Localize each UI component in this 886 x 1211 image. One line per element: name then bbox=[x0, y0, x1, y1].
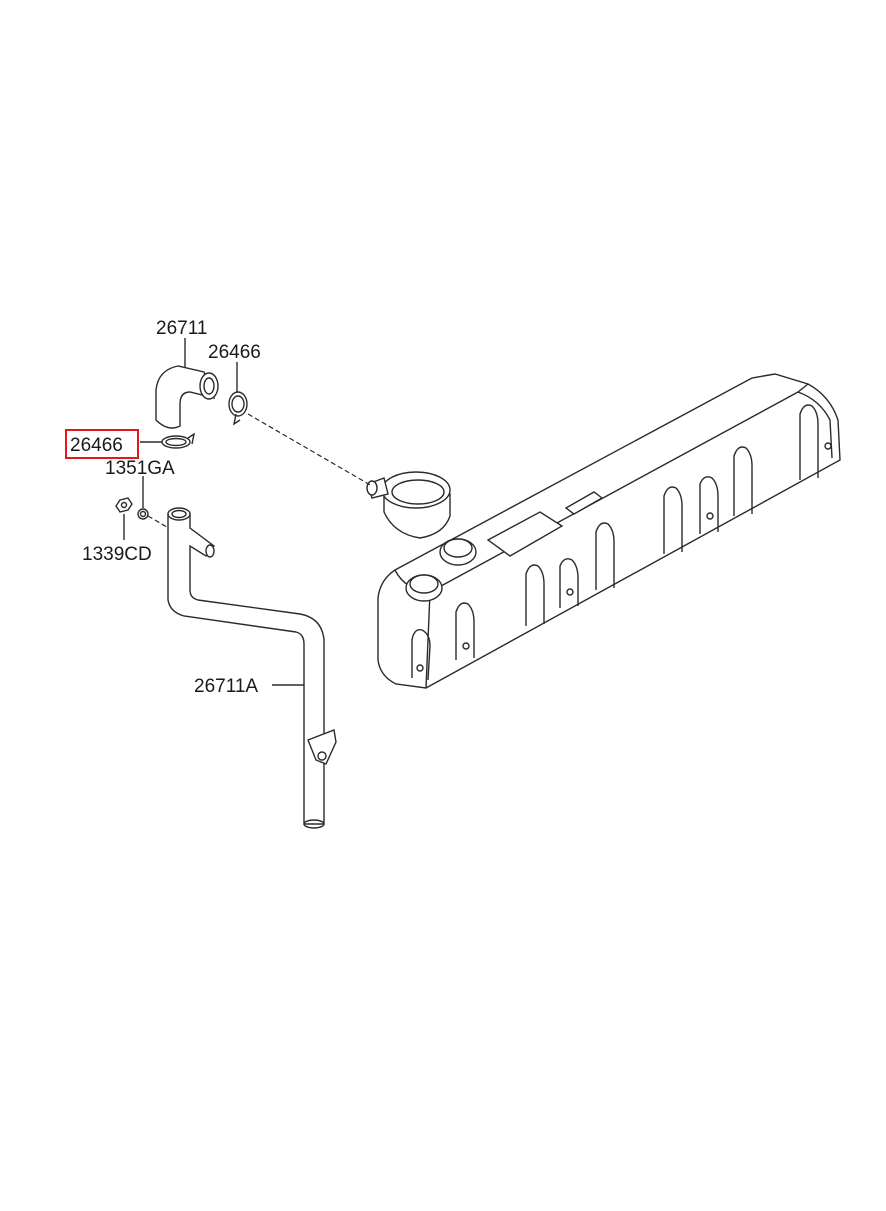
label-nut: 1339CD bbox=[82, 544, 152, 565]
rocker-cover bbox=[377, 373, 841, 689]
bolt-dash-line bbox=[147, 515, 173, 531]
label-clamp-lower: 26466 bbox=[70, 435, 123, 456]
pipe-tube bbox=[167, 507, 337, 829]
leader-lines bbox=[123, 338, 304, 686]
label-pipe: 26711A bbox=[194, 676, 258, 697]
bolt-part bbox=[137, 508, 149, 520]
highlight-box bbox=[65, 429, 139, 459]
clamp-upper bbox=[228, 391, 248, 426]
connection-line bbox=[247, 413, 373, 487]
label-bolt: 1351GA bbox=[105, 458, 175, 479]
label-hose-upper: 26711 bbox=[156, 318, 207, 339]
clamp-lower bbox=[161, 432, 196, 449]
hose-elbow bbox=[155, 365, 219, 429]
nut-part bbox=[115, 497, 133, 513]
label-clamp-upper: 26466 bbox=[208, 342, 261, 363]
breather-unit bbox=[366, 471, 451, 539]
